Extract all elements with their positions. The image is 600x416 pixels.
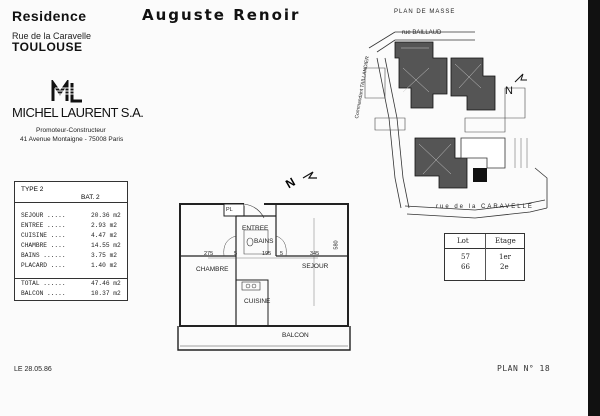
dim-label: 195 xyxy=(262,251,272,257)
room-label-placard: PL xyxy=(226,207,233,213)
scan-edge xyxy=(588,0,600,416)
dim-label: 345 xyxy=(310,251,320,257)
residence-label: Residence xyxy=(12,8,87,24)
street-top-label: rue BAILLAUD xyxy=(402,30,442,36)
site-plan-title: PLAN DE MASSE xyxy=(394,9,456,15)
dim-label: 5 xyxy=(234,251,238,257)
lot-cell: 66 xyxy=(461,263,470,271)
area-row: BAINS ......3.75 m2 xyxy=(21,252,117,259)
area-row: PLACARD ....1.40 m2 xyxy=(21,262,117,269)
room-label-entree: ENTREE xyxy=(242,225,269,232)
lot-header: Lot xyxy=(457,237,469,245)
area-row: CUISINE ....4.47 m2 xyxy=(21,232,117,239)
room-label-cuisine: CUISINE xyxy=(244,298,271,305)
site-north-label: N xyxy=(505,85,513,97)
plan-number: PLAN N° 18 xyxy=(497,364,551,373)
building-number: BAT. 2 xyxy=(81,194,100,201)
room-label-sejour: SEJOUR xyxy=(302,263,329,270)
city-name: TOULOUSE xyxy=(12,40,83,54)
floor-plan-drawing xyxy=(177,202,351,351)
room-label-balcon: BALCON xyxy=(282,332,309,339)
dim-label: 275 xyxy=(204,251,214,257)
balcon-row: BALCON .....10.37 m2 xyxy=(21,290,121,297)
north-arrow-icon xyxy=(302,171,317,179)
site-plan-drawing: N xyxy=(364,31,548,219)
company-logo-icon xyxy=(51,80,82,103)
etage-cell: 2e xyxy=(500,263,509,271)
company-address: 41 Avenue Montaigne - 75008 Paris xyxy=(20,136,124,143)
dim-label: 580 xyxy=(333,240,340,250)
dim-label: 5 xyxy=(280,251,284,257)
room-label-chambre: CHAMBRE xyxy=(196,266,229,273)
street-address: Rue de la Caravelle xyxy=(12,31,92,41)
area-row: SEJOUR .....20.36 m2 xyxy=(21,212,121,219)
plan-date: LE 28.05.86 xyxy=(14,366,52,373)
area-row: ENTREE .....2.93 m2 xyxy=(21,222,117,229)
apartment-type: TYPE 2 xyxy=(21,186,44,193)
room-label-bains: BAINS xyxy=(254,238,274,245)
area-schedule: TYPE 2 BAT. 2 SEJOUR .....20.36 m2 ENTRE… xyxy=(14,181,128,301)
street-bottom-label: rue de la CARAVELLE xyxy=(436,204,534,210)
total-row: TOTAL ......47.46 m2 xyxy=(21,280,121,287)
lot-table: Lot Etage 57 1er 66 2e xyxy=(444,233,525,281)
lot-cell: 57 xyxy=(461,253,470,261)
etage-cell: 1er xyxy=(499,253,511,261)
residence-name: Auguste Renoir xyxy=(142,6,301,24)
company-name: MICHEL LAURENT S.A. xyxy=(12,105,144,120)
company-role: Promoteur-Constructeur xyxy=(36,127,106,134)
etage-header: Etage xyxy=(495,237,516,245)
area-row: CHAMBRE ....14.55 m2 xyxy=(21,242,121,249)
